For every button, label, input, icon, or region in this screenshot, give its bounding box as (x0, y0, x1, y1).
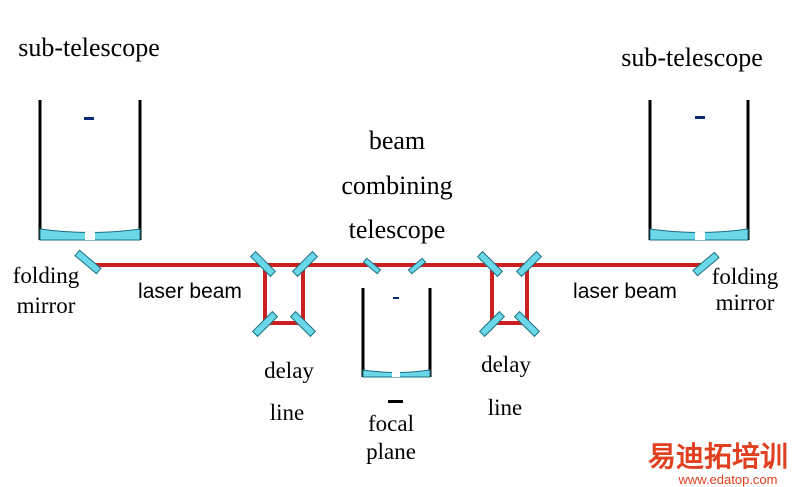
folding-mirror-left (74, 249, 102, 275)
watermark-url: www.edatop.com (678, 472, 778, 487)
label-focal: focal (368, 411, 414, 436)
beam-combining-telescope (361, 288, 432, 403)
label-delay-right: delay (481, 352, 531, 377)
delay-left-mirror-bottom-left (251, 310, 279, 338)
mirror-hole-center (392, 372, 400, 377)
delay-left-mirror-top-right (291, 250, 319, 278)
secondary-mirror-center (393, 297, 399, 299)
laser-beam-path (88, 263, 705, 325)
label-combining: combining (341, 171, 452, 200)
label-folding-left: folding (13, 263, 80, 288)
delay-left-mirror-top-left (249, 250, 277, 278)
label-line-right: line (488, 395, 523, 420)
delay-line-left-mirrors (249, 250, 319, 338)
label-sub-telescope-right: sub-telescope (621, 43, 763, 72)
combiner-pickoff-mirrors (362, 257, 427, 275)
sub-telescope-right (648, 100, 750, 241)
label-mirror-left: mirror (17, 293, 76, 318)
pickoff-mirror-right (407, 257, 427, 275)
label-beam: beam (369, 126, 425, 155)
watermark-chinese: 易迪拓培训 (648, 440, 788, 473)
label-laser-beam-left: laser beam (138, 280, 242, 303)
tube-right (648, 100, 750, 240)
label-sub-telescope-left: sub-telescope (18, 33, 160, 62)
delay-right-mirror-top-left (476, 250, 504, 278)
focal-plane-marker (388, 400, 403, 403)
pickoff-mirror-left (362, 257, 382, 275)
delay-line-right-mirrors (476, 250, 543, 338)
label-laser-beam-right: laser beam (573, 280, 677, 303)
secondary-mirror-right (695, 116, 705, 119)
label-telescope: telescope (349, 215, 446, 244)
mirror-hole-right (695, 232, 705, 240)
mirror-hole-left (85, 232, 95, 240)
folding-mirrors (74, 249, 720, 277)
label-folding-right: folding (712, 264, 779, 289)
delay-right-mirror-bottom-right (513, 310, 541, 338)
delay-right-mirror-top-right (515, 250, 543, 278)
tube-center (361, 288, 432, 377)
tube-left (38, 100, 142, 240)
label-delay-left: delay (264, 358, 314, 383)
delay-right-mirror-bottom-left (478, 310, 506, 338)
label-plane: plane (366, 439, 416, 464)
secondary-mirror-left (84, 117, 94, 120)
label-mirror-right: mirror (716, 290, 775, 315)
label-line-left: line (270, 400, 305, 425)
folding-mirror-right (692, 251, 720, 277)
sub-telescope-left (38, 100, 142, 241)
delay-left-mirror-bottom-right (289, 310, 317, 338)
